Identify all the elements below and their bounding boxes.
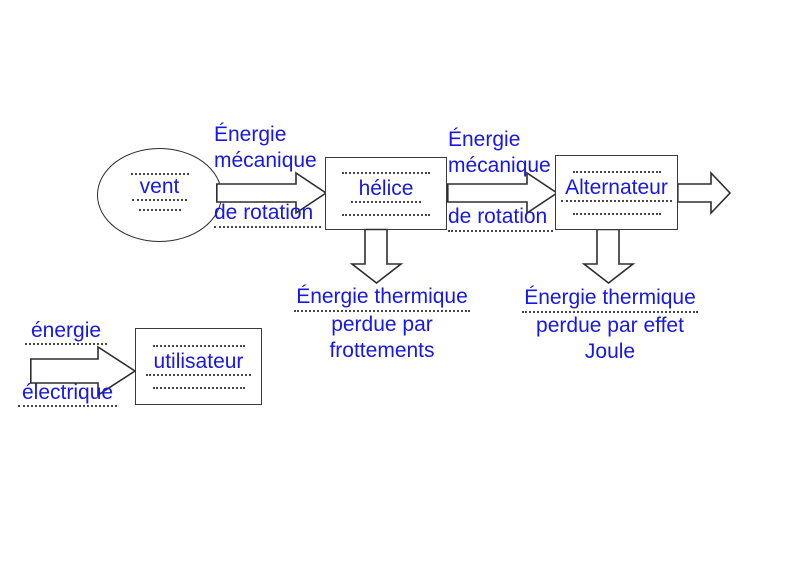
loss-frottements-line2: perdue par (331, 313, 433, 336)
block-arrow-right-icon (447, 171, 559, 215)
helice-box: hélice (325, 157, 447, 230)
block-arrow-right-icon (216, 171, 328, 215)
vent-ellipse: vent (97, 148, 222, 242)
dotted-line (572, 170, 661, 173)
block-arrow-down-icon (581, 228, 636, 285)
loss-frottements-line1: Énergie thermique (294, 284, 470, 312)
loss-label-joule: Énergie thermique perdue par effet Joule (506, 285, 714, 365)
loss-joule-line3: Joule (584, 340, 636, 363)
dotted-line (342, 171, 430, 174)
flow-label-2-line1: Énergie (448, 128, 521, 151)
flow-label-2-top: Énergie mécanique (448, 127, 551, 179)
flow-label-2-line2: mécanique (448, 154, 551, 177)
dotted-line (130, 173, 189, 175)
block-arrow-right-icon (30, 345, 137, 397)
input-label-energie: énergie (25, 319, 108, 345)
alternateur-box: Alternateur (555, 155, 678, 230)
loss-frottements-line3: frottements (329, 339, 435, 362)
flow-label-1-line1: Énergie (214, 123, 287, 146)
input-label-electrique: électrique (18, 381, 118, 407)
dotted-line (572, 212, 661, 215)
flow-label-1-top: Énergie mécanique (214, 122, 317, 174)
dotted-line (152, 386, 245, 389)
helice-label: hélice (350, 177, 422, 203)
dotted-line (152, 344, 245, 347)
flow-label-1-line2: mécanique (214, 149, 317, 172)
block-arrow-down-icon (349, 228, 404, 285)
input-energie-text: énergie (25, 319, 108, 345)
vent-label: vent (131, 175, 188, 201)
utilisateur-label: utilisateur (145, 350, 252, 376)
dotted-line (342, 213, 430, 216)
loss-joule-line2: perdue par effet (536, 314, 684, 337)
utilisateur-box: utilisateur (135, 328, 262, 405)
flow-label-1-line3: de rotation (214, 200, 322, 228)
alternateur-label: Alternateur (561, 176, 672, 202)
flow-label-2-line3: de rotation (448, 204, 554, 232)
block-arrow-right-icon (677, 170, 732, 216)
loss-label-frottements: Énergie thermique perdue par frottements (278, 284, 486, 364)
input-electrique-text: électrique (18, 381, 118, 407)
loss-joule-line1: Énergie thermique (522, 285, 698, 313)
dotted-line (138, 209, 181, 211)
